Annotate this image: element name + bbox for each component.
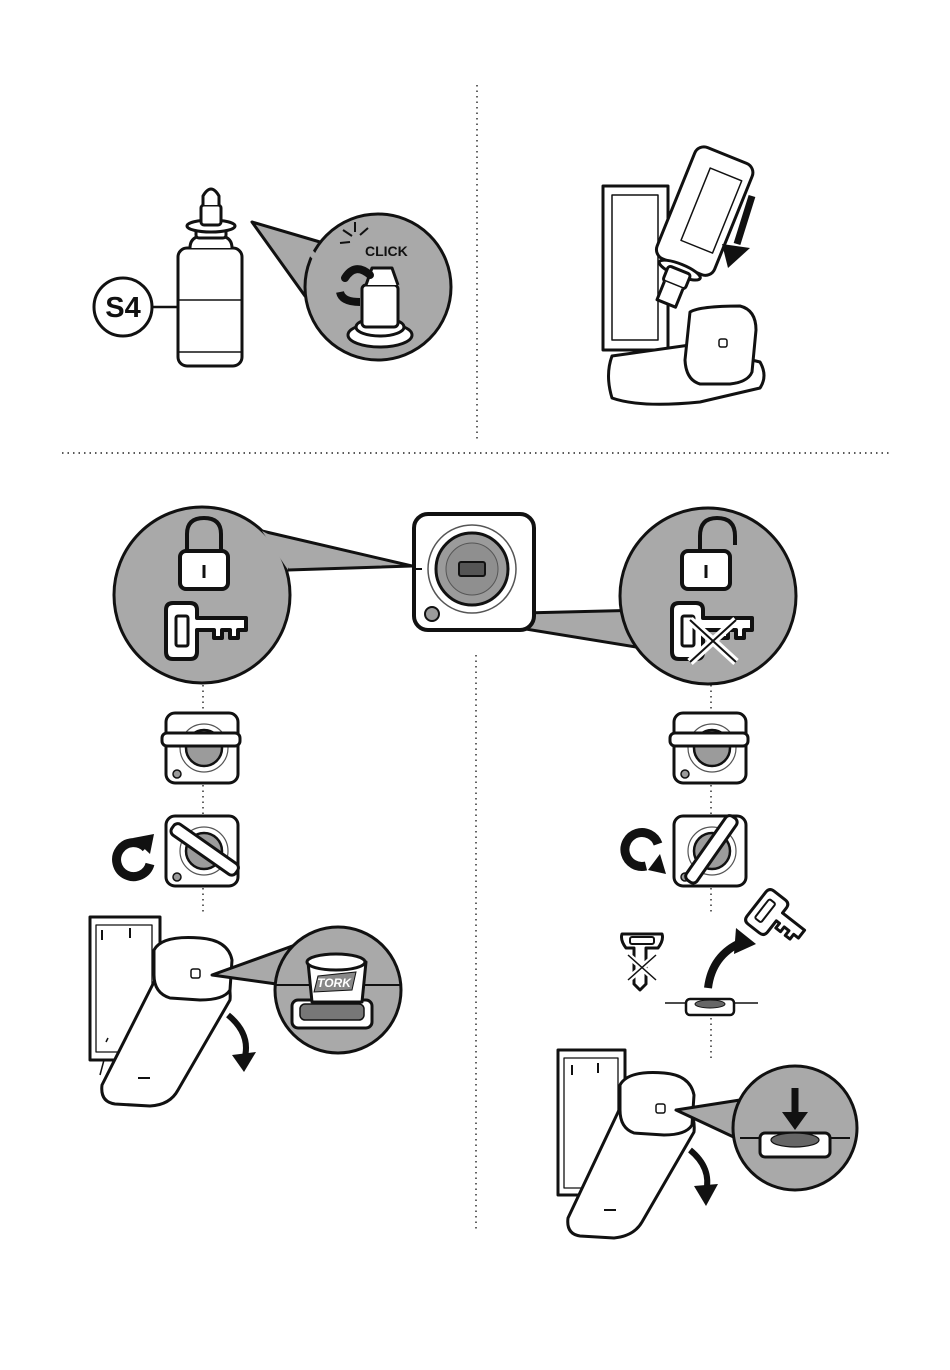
refill-bottle [178, 189, 242, 366]
brand-label: TORK [317, 976, 352, 990]
key-removed-crossed-icon [622, 934, 663, 990]
left-dial-key-turned [117, 816, 241, 886]
right-dispenser-open [558, 1050, 694, 1238]
step-refill-bottle: S4 CLICK [94, 189, 451, 366]
unlocked-callout [620, 508, 796, 684]
right-dial-key-turned [625, 814, 746, 886]
right-arrow-down-icon [690, 1150, 718, 1206]
rotate-counterclockwise-icon [625, 832, 666, 874]
key-remove-arrow-icon [708, 928, 756, 988]
refill-type-label: S4 [105, 292, 140, 324]
locked-callout [114, 507, 290, 683]
lock-button-slot [665, 999, 758, 1015]
rotate-clockwise-icon [117, 834, 154, 877]
click-callout: CLICK [252, 214, 451, 360]
left-dispenser-open [90, 917, 232, 1106]
right-dial-key-inserted [670, 713, 748, 783]
step-insert-bottle [603, 144, 764, 404]
click-label: CLICK [365, 243, 408, 259]
lock-dial-closeup [262, 514, 648, 648]
left-arrow-down-icon [228, 1015, 256, 1072]
refill-label-badge: S4 [94, 278, 180, 336]
left-dial-key-inserted [162, 713, 240, 783]
